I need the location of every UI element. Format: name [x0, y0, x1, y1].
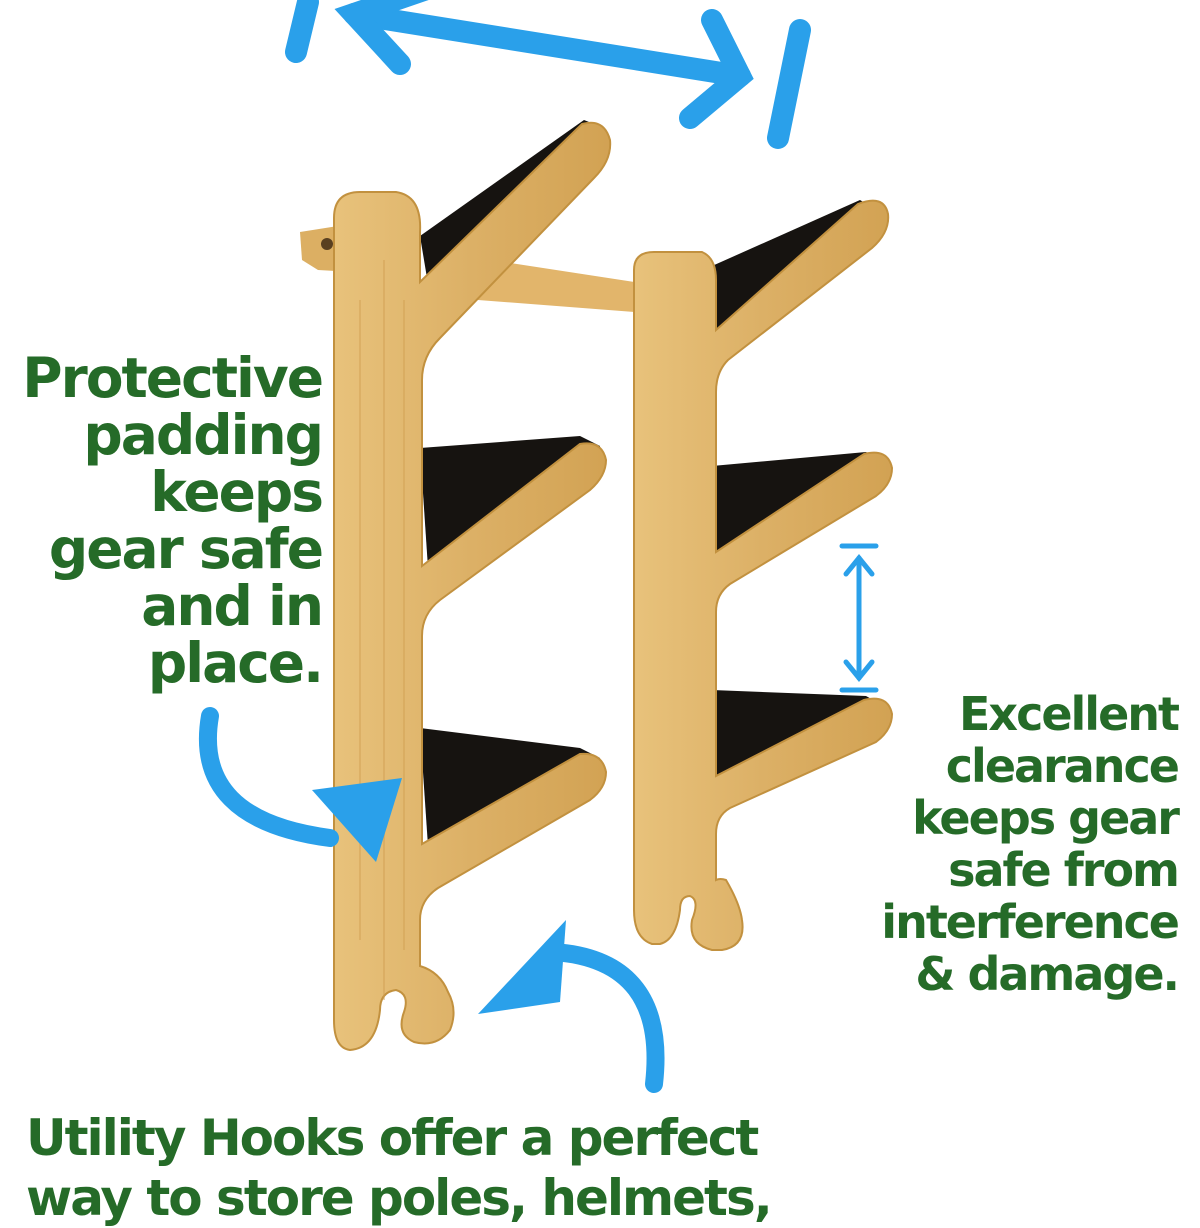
protective-padding-callout: Protective padding keeps gear safe and i… [0, 346, 324, 695]
callout-line: padding [83, 403, 324, 467]
curved-arrow-icon [478, 920, 665, 1093]
product-image [198, 0, 894, 1093]
callout-line: place. [147, 631, 324, 695]
width-double-arrow-icon [285, 0, 811, 149]
rack-illustration [198, 0, 894, 1093]
clearance-callout: Excellent clearance keeps gear safe from… [798, 687, 1180, 1001]
callout-line: keeps [150, 460, 324, 524]
rear-rack-panel [633, 199, 894, 951]
callout-line: Excellent [958, 687, 1180, 741]
callout-line: keeps gear [912, 791, 1180, 845]
callout-line: way to store poles, helmets, [26, 1169, 773, 1227]
callout-line: & damage. [915, 947, 1180, 1001]
callout-line: interference [881, 895, 1180, 949]
curved-arrow-icon [198, 707, 402, 862]
front-padding-low [420, 728, 600, 846]
callout-line: clearance [945, 739, 1180, 793]
clearance-arrow-icon [839, 543, 879, 693]
callout-line: gear safe [48, 517, 324, 581]
callout-line: and in [141, 574, 324, 638]
front-rack-panel [333, 120, 612, 1052]
utility-hooks-callout: Utility Hooks offer a perfect way to sto… [26, 1108, 1200, 1228]
callout-line: Utility Hooks offer a perfect [26, 1109, 759, 1167]
callout-line: Protective [22, 346, 324, 410]
callout-line: safe from [948, 843, 1180, 897]
